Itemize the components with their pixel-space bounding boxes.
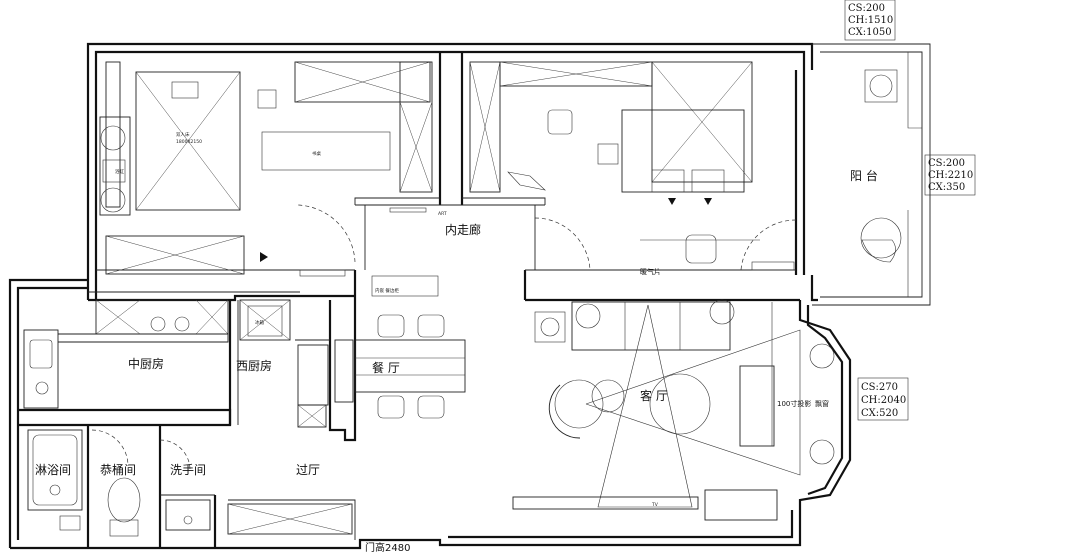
window-tag-line: CH:1510 bbox=[848, 15, 893, 26]
window-tag-top: CS:200 CH:1510 CX:1050 bbox=[844, 0, 896, 41]
projection-label: 100寸投影 bbox=[777, 399, 811, 408]
tv-label: TV bbox=[651, 502, 659, 508]
room-label-living: 客 厅 bbox=[640, 388, 668, 403]
bedroom-1: 浴缸 双人床 1800X2150 书桌 bbox=[99, 61, 433, 275]
window-tag-line: CS:200 bbox=[848, 3, 885, 14]
window-tag-line: CH:2210 bbox=[928, 170, 973, 181]
desk-label: 书桌 bbox=[312, 150, 321, 157]
bedroom-2: 暖气片 bbox=[469, 61, 797, 276]
window-tag-line: CX:520 bbox=[861, 408, 898, 419]
dining-room: 餐 厅 bbox=[334, 314, 466, 419]
room-label-dining: 餐 厅 bbox=[372, 360, 400, 375]
room-label-middle-kitchen: 中厨房 bbox=[128, 356, 164, 371]
window-tag-line: CS:270 bbox=[861, 382, 898, 393]
hallway: 过厅 门高2480 bbox=[227, 463, 410, 554]
art-label: ART bbox=[438, 211, 447, 217]
heater-label: 暖气片 bbox=[640, 267, 661, 276]
interior-walls bbox=[18, 52, 800, 548]
room-label-balcony: 阳 台 bbox=[850, 168, 878, 183]
bed-size-label: 1800X2150 bbox=[176, 139, 202, 145]
window-tag-bay: CS:270 CH:2040 CX:520 bbox=[857, 377, 909, 421]
bathrooms: 淋浴间 恭桶间 洗手间 bbox=[27, 429, 211, 537]
room-label-toilet: 恭桶间 bbox=[100, 462, 136, 477]
exterior-walls bbox=[8, 42, 852, 550]
inner-corridor: ART 内走廊 内嵌 餐边柜 bbox=[299, 207, 481, 297]
west-kitchen: 冰箱 西厨房 bbox=[236, 299, 329, 428]
room-label-shower: 淋浴间 bbox=[35, 463, 71, 477]
middle-kitchen: 中厨房 bbox=[23, 299, 229, 409]
room-label-west-kitchen: 西厨房 bbox=[236, 358, 272, 373]
window-tag-line: CX:350 bbox=[928, 182, 965, 193]
fridge-label: 冰箱 bbox=[255, 319, 264, 326]
door-height-label: 门高2480 bbox=[365, 541, 410, 554]
cabinet-label: 内嵌 餐边柜 bbox=[375, 287, 399, 294]
window-tag-line: CX:1050 bbox=[848, 27, 892, 38]
balcony: 阳 台 bbox=[812, 43, 931, 306]
room-label-hallway: 过厅 bbox=[296, 463, 320, 477]
room-label-washroom: 洗手间 bbox=[170, 463, 206, 477]
room-label-inner-corridor: 内走廊 bbox=[445, 222, 481, 237]
tub-label: 浴缸 bbox=[115, 168, 124, 175]
window-tag-line: CS:200 bbox=[928, 158, 965, 169]
window-tag-balcony: CS:200 CH:2210 CX:350 bbox=[924, 154, 976, 196]
bay-window-label: 飘窗 bbox=[815, 399, 829, 408]
window-tag-line: CH:2040 bbox=[861, 395, 906, 406]
living-room: TV 客 厅 100寸投影 飘窗 bbox=[512, 299, 835, 521]
bed-label: 双人床 bbox=[176, 131, 190, 138]
